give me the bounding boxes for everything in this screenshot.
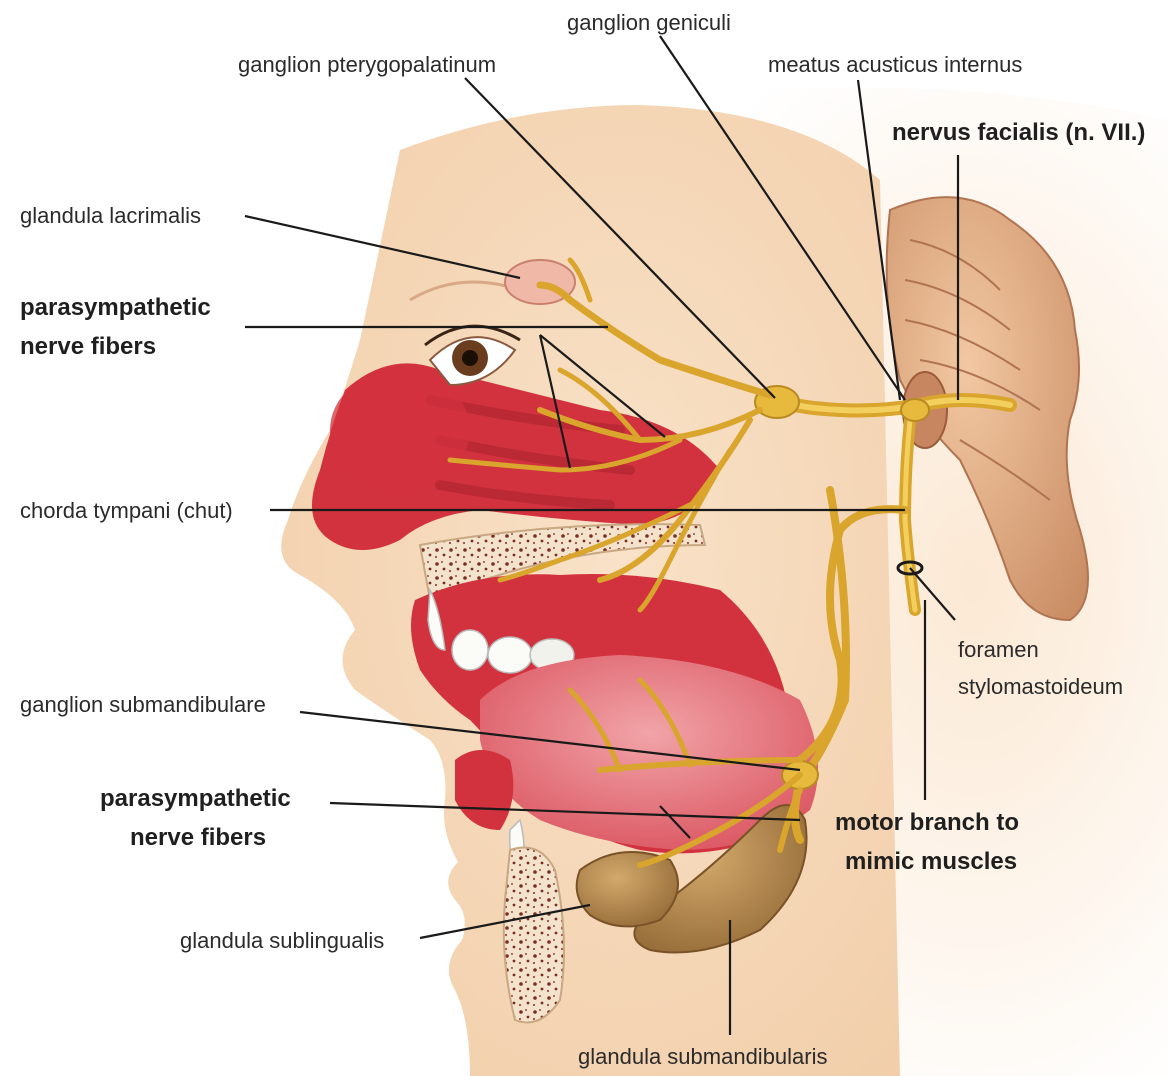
- label-motor-branch-1: motor branch to: [835, 809, 1019, 836]
- label-parasympathetic-bottom-1: parasympathetic: [100, 785, 291, 812]
- label-ganglion-submandibulare: ganglion submandibulare: [20, 692, 266, 717]
- label-glandula-sublingualis: glandula sublingualis: [180, 928, 384, 953]
- label-ganglion-geniculi: ganglion geniculi: [567, 10, 731, 35]
- label-foramen-1: foramen: [958, 637, 1039, 662]
- label-nervus-facialis: nervus facialis (n. VII.): [892, 119, 1145, 146]
- label-foramen-2: stylomastoideum: [958, 674, 1123, 699]
- label-parasympathetic-bottom-2: nerve fibers: [130, 824, 266, 851]
- label-ganglion-pterygopalatinum: ganglion pterygopalatinum: [238, 52, 496, 77]
- label-glandula-lacrimalis: glandula lacrimalis: [20, 203, 201, 228]
- mandible-bone: [504, 848, 564, 1023]
- label-chorda-tympani: chorda tympani (chut): [20, 498, 233, 523]
- sublingual-gland: [577, 852, 678, 926]
- label-parasympathetic-top-1: parasympathetic: [20, 294, 211, 321]
- label-glandula-submandibularis: glandula submandibularis: [578, 1044, 828, 1069]
- label-parasympathetic-top-2: nerve fibers: [20, 333, 156, 360]
- label-meatus-acusticus-internus: meatus acusticus internus: [768, 52, 1022, 77]
- label-motor-branch-2: mimic muscles: [845, 848, 1017, 875]
- cheek-flush: [330, 370, 470, 490]
